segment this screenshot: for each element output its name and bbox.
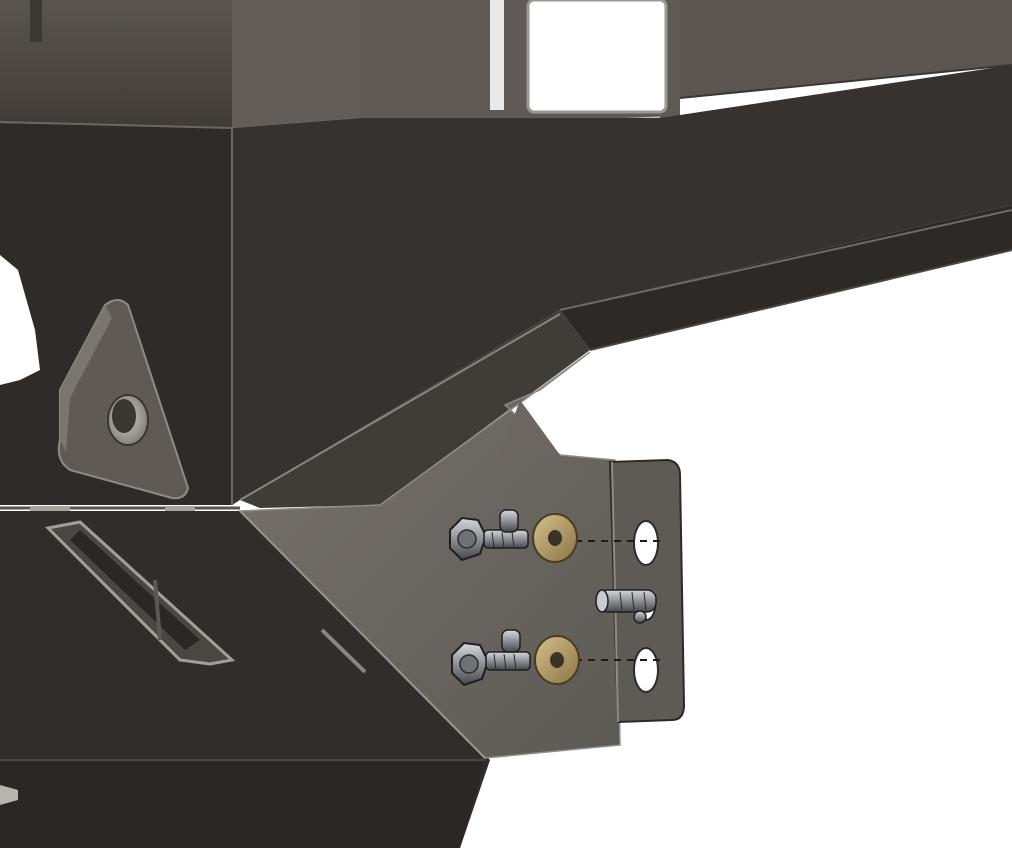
weld-mark [30,506,70,511]
hex-bolt-icon [451,629,531,687]
lower-frame-section [0,511,490,848]
bracket-hole-bottom [633,647,659,693]
shackle-mount-tab [57,299,190,500]
bracket-hole-top [633,520,659,566]
washer-icon [534,635,580,685]
weld-mark [165,506,195,511]
washer-icon [532,513,578,563]
clip-pin-icon [595,589,657,624]
hex-bolt-icon [449,509,529,562]
upper-frame-section [0,0,1012,132]
